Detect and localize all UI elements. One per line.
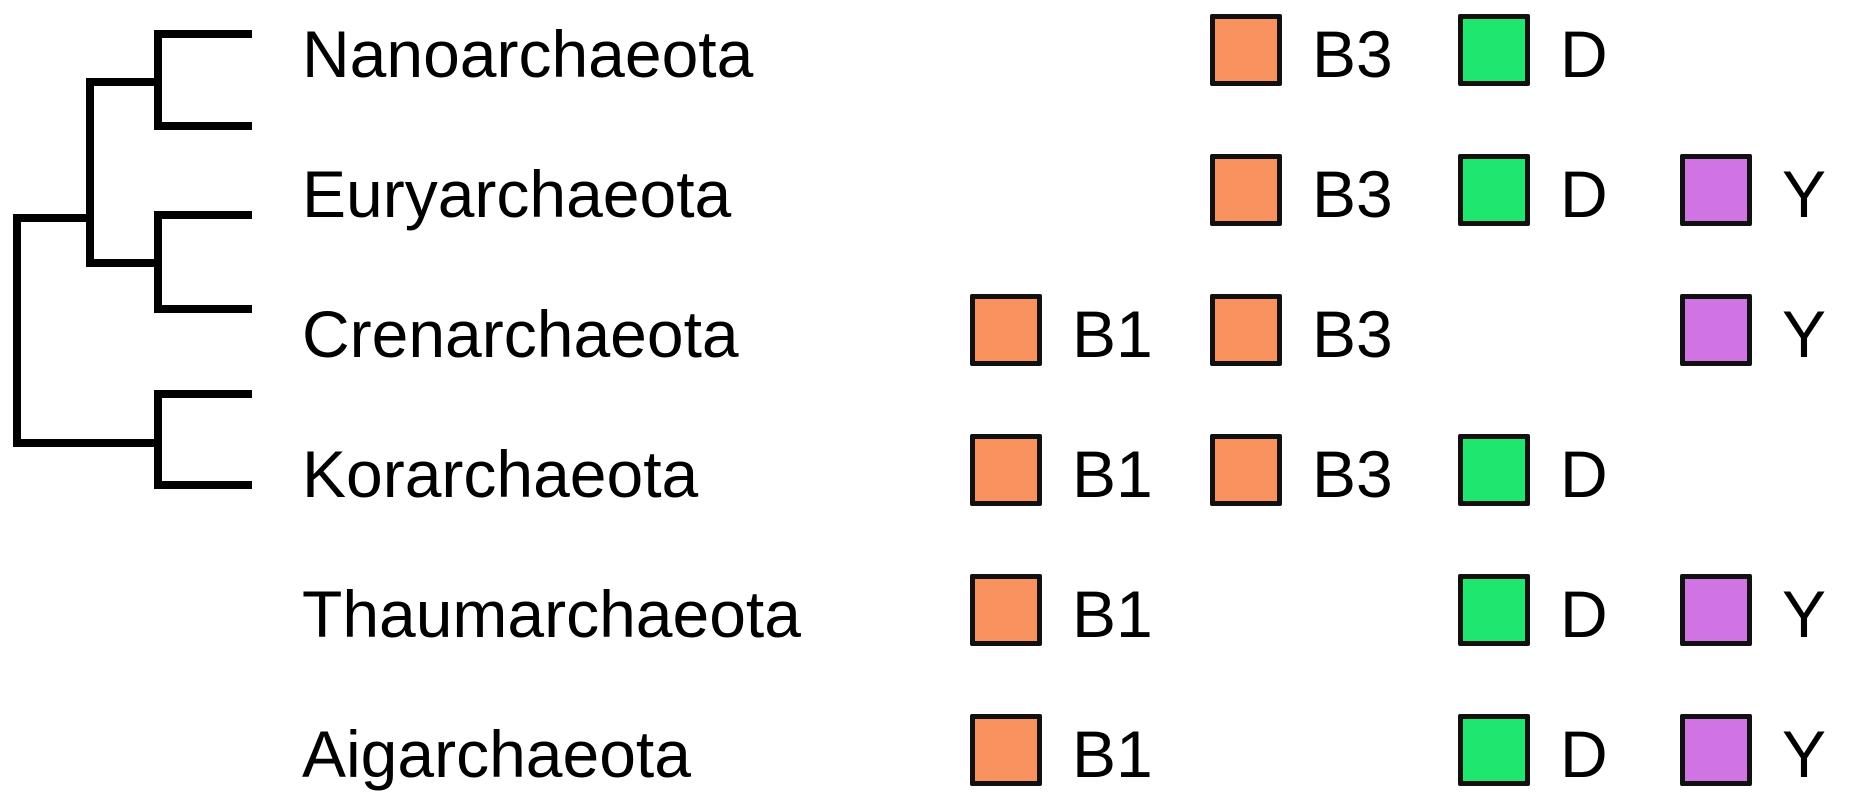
marker-label-d: D (1560, 157, 1608, 231)
marker-label-b3: B3 (1312, 297, 1393, 371)
marker-label-y: Y (1782, 717, 1827, 791)
marker-label-d: D (1560, 17, 1608, 91)
marker-label-b3: B3 (1312, 437, 1393, 511)
taxon-label: Thaumarchaeota (302, 577, 801, 651)
marker-box-b3 (1210, 14, 1282, 86)
marker-label-b1: B1 (1072, 717, 1153, 791)
marker-label-y: Y (1782, 157, 1827, 231)
marker-box-b1 (970, 434, 1042, 506)
marker-label-d: D (1560, 577, 1608, 651)
marker-box-y (1680, 574, 1752, 646)
marker-box-b3 (1210, 294, 1282, 366)
marker-box-d (1458, 574, 1530, 646)
marker-box-d (1458, 14, 1530, 86)
branch-crenarchaeota-korarchaeota (154, 211, 252, 313)
phylogenetic-tree (13, 30, 252, 489)
taxon-label: Euryarchaeota (302, 157, 732, 231)
marker-label-y: Y (1782, 297, 1827, 371)
marker-label-b3: B3 (1312, 157, 1393, 231)
branch-clade1-clade2 (86, 78, 162, 267)
taxon-label: Korarchaeota (302, 437, 699, 511)
marker-box-b1 (970, 294, 1042, 366)
marker-box-d (1458, 434, 1530, 506)
marker-box-b3 (1210, 434, 1282, 506)
taxon-label: Nanoarchaeota (302, 17, 754, 91)
marker-box-y (1680, 154, 1752, 226)
marker-box-y (1680, 714, 1752, 786)
marker-label-d: D (1560, 717, 1608, 791)
marker-box-b1 (970, 714, 1042, 786)
marker-box-d (1458, 154, 1530, 226)
branch-thaumarchaeota-aigarchaeota (154, 390, 252, 489)
branch-nanoarchaeota-euryarchaeota (154, 30, 252, 130)
taxon-label: Aigarchaeota (302, 717, 691, 791)
marker-box-y (1680, 294, 1752, 366)
taxon-label: Crenarchaeota (302, 297, 739, 371)
marker-box-b1 (970, 574, 1042, 646)
marker-label-b1: B1 (1072, 577, 1153, 651)
marker-label-y: Y (1782, 577, 1827, 651)
marker-label-d: D (1560, 437, 1608, 511)
marker-box-b3 (1210, 154, 1282, 226)
marker-box-d (1458, 714, 1530, 786)
marker-label-b1: B1 (1072, 437, 1153, 511)
marker-label-b1: B1 (1072, 297, 1153, 371)
branch-root (13, 214, 162, 447)
marker-label-b3: B3 (1312, 17, 1393, 91)
